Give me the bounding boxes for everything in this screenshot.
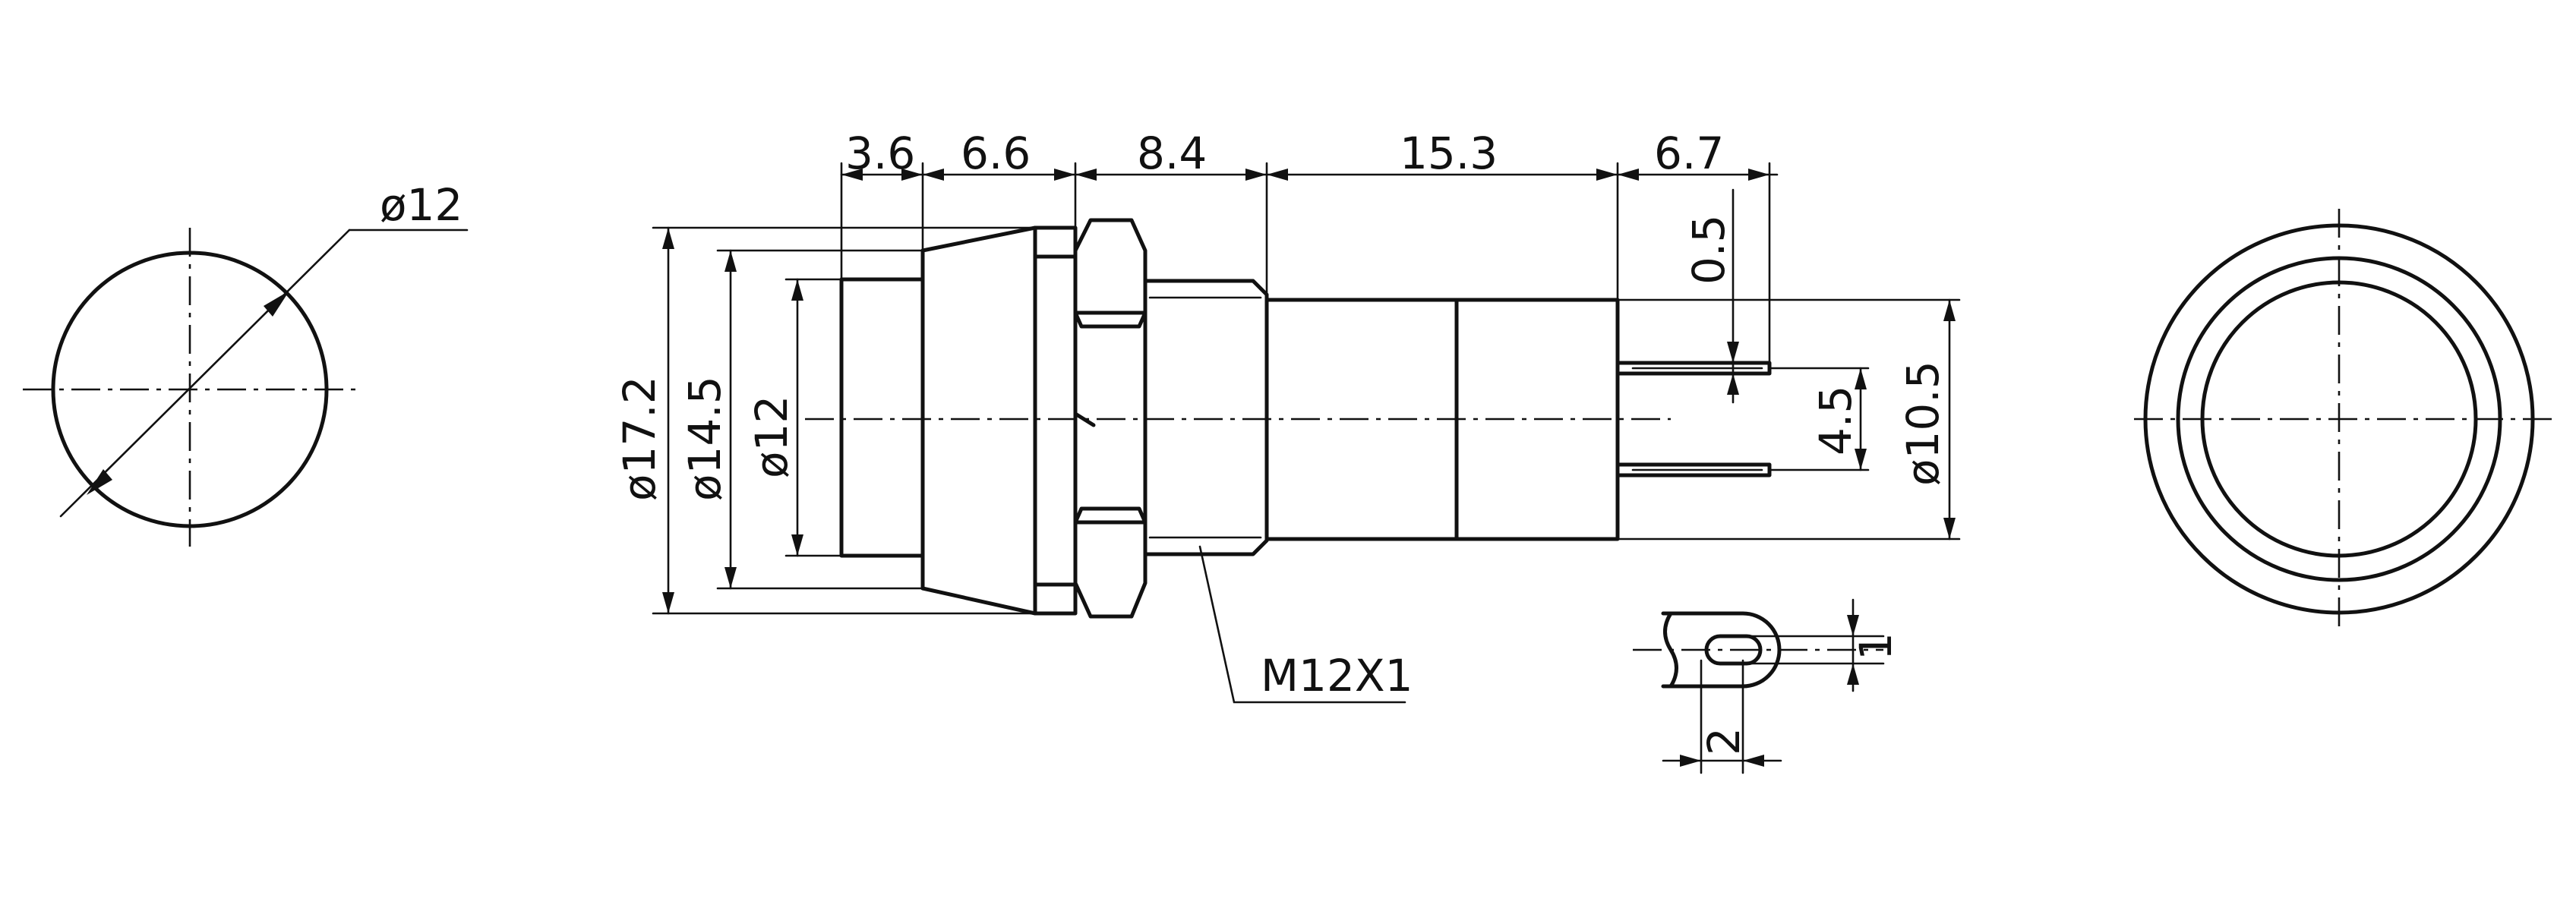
left-end-view: ø12 (23, 179, 469, 547)
dia-cap: ø12 (746, 396, 797, 478)
dia-flange: ø17.2 (614, 376, 665, 501)
thread-label: M12X1 (1261, 650, 1413, 701)
len-cone: 6.6 (961, 128, 1031, 179)
right-end-view (2134, 209, 2552, 630)
hole-dim: 1 (1850, 632, 1902, 660)
dia-cone: ø14.5 (679, 376, 731, 501)
terminal-pitch: 4.5 (1810, 386, 1861, 456)
width-dim: 2 (1698, 727, 1750, 755)
terminal-thickness: 0.5 (1683, 215, 1735, 285)
front-dia-label: ø12 (380, 179, 462, 231)
terminal-detail: 1 2 (1633, 598, 1902, 774)
dia-body: ø10.5 (1897, 361, 1949, 486)
len-terminal: 6.7 (1654, 128, 1724, 179)
len-cap: 3.6 (845, 128, 915, 179)
side-view: 3.6 6.6 8.4 15.3 6.7 ø17.2 ø14.5 ø12 ø10… (614, 128, 1961, 704)
len-nut: 8.4 (1137, 128, 1207, 179)
len-body: 15.3 (1400, 128, 1498, 179)
